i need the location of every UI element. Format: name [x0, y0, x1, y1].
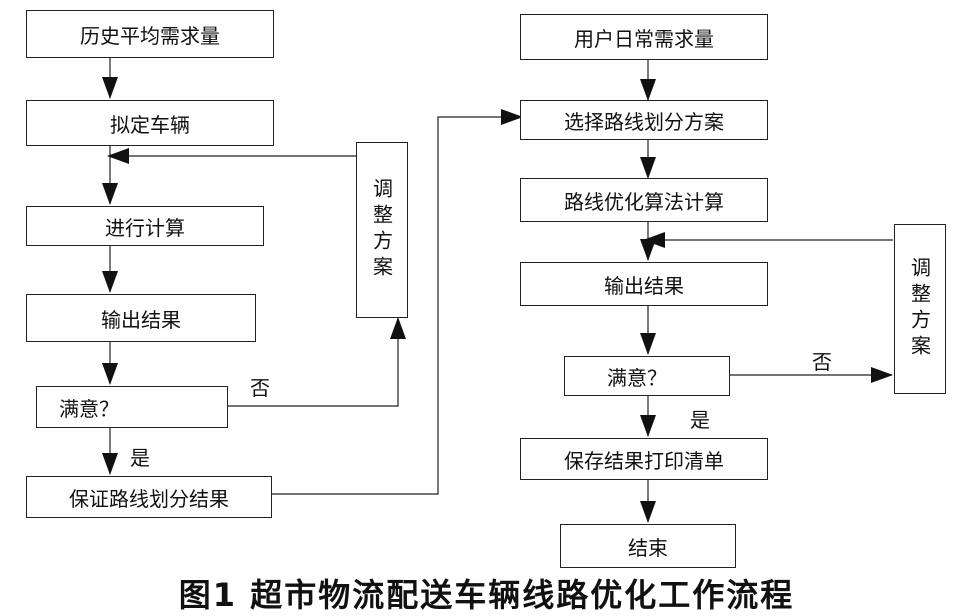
figure-caption: 图1 超市物流配送车辆线路优化工作流程	[178, 576, 795, 614]
no-label-left: 否	[250, 376, 270, 400]
no-label-right: 否	[812, 350, 832, 374]
adjust-plan-box-right: 调整方案	[894, 224, 946, 394]
adjust-plan-label-right: 调整方案	[907, 257, 932, 361]
satisfied-box-right: 满意？	[564, 356, 730, 396]
output-box-right: 输出结果	[520, 262, 768, 306]
save-print-box: 保存结果打印清单	[520, 438, 768, 480]
output-box-left: 输出结果	[26, 294, 256, 342]
end-box: 结束	[560, 524, 736, 568]
set-vehicles-box: 拟定车辆	[26, 100, 274, 146]
adjust-plan-box-left: 调整方案	[356, 142, 408, 318]
yes-label-left: 是	[130, 446, 150, 470]
adjust-plan-label-left: 调整方案	[369, 178, 394, 282]
yes-label-right: 是	[690, 408, 710, 432]
arrow-no-to-adjust-left	[228, 317, 406, 407]
satisfied-box-left: 满意？	[36, 386, 228, 428]
compute-box: 进行计算	[26, 206, 264, 246]
history-demand-box: 历史平均需求量	[26, 10, 274, 58]
arrow-guarantee-to-choose	[272, 109, 523, 495]
flow-connectors	[102, 58, 893, 523]
optimize-box: 路线优化算法计算	[520, 178, 768, 222]
daily-demand-box: 用户日常需求量	[520, 14, 768, 60]
choose-plan-box: 选择路线划分方案	[520, 100, 768, 140]
guarantee-result-box: 保证路线划分结果	[26, 476, 272, 518]
